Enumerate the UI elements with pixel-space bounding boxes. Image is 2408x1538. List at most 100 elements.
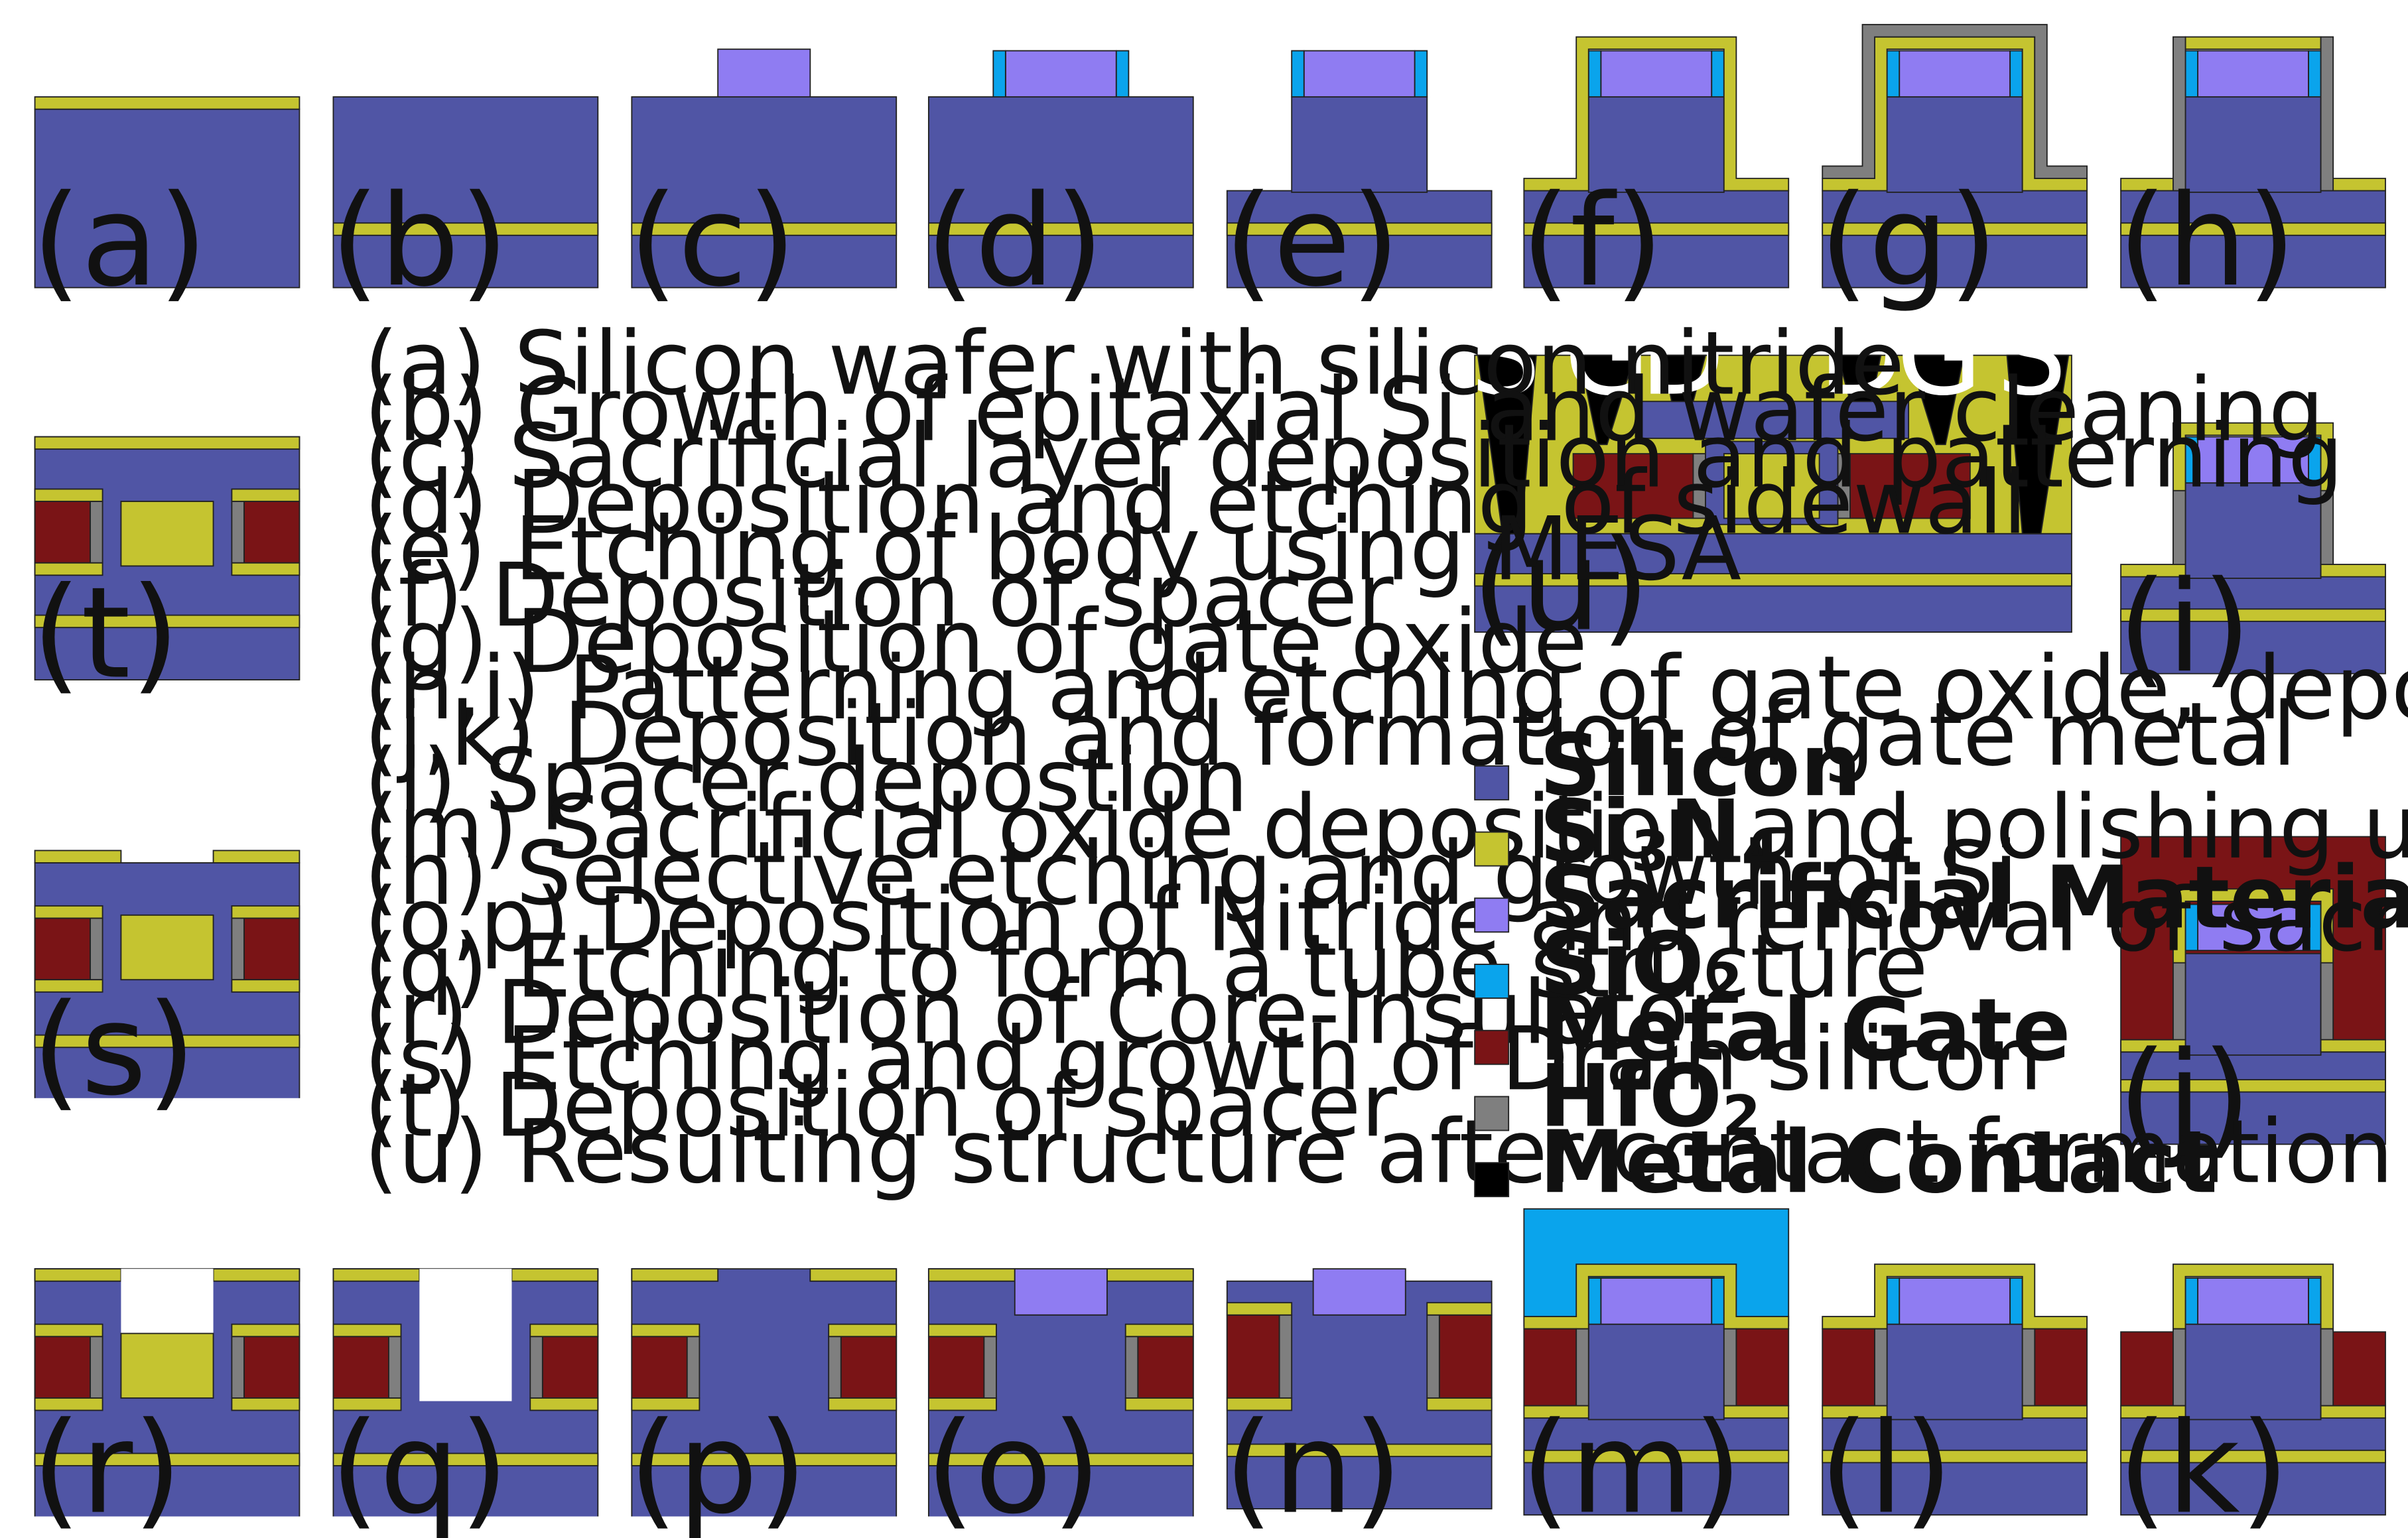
cross-section-c xyxy=(631,48,898,288)
nitride-region xyxy=(511,1268,599,1282)
metal-gate-region xyxy=(1849,453,1971,519)
panel-label-m: (m) xyxy=(1521,1395,1743,1538)
hfo2-region xyxy=(828,1336,842,1399)
nitride-region xyxy=(2120,1079,2386,1093)
nitride-region xyxy=(332,1323,402,1338)
hfo2-region xyxy=(2320,36,2334,192)
legend-item-metal-gate: Metal Gate xyxy=(1474,980,2071,1080)
cross-section-u xyxy=(1474,354,2072,633)
legend-item-silicon: Silicon xyxy=(1474,715,1861,816)
metal-gate-region xyxy=(927,1336,985,1399)
metal-gate-region xyxy=(1735,1328,1790,1407)
silicon-region xyxy=(1822,1417,2088,1516)
legend-item-metal-contact: Metal Contact xyxy=(1474,1112,2218,1212)
cross-section-a xyxy=(34,96,301,288)
silicon-region xyxy=(1886,96,2023,193)
legend-swatch xyxy=(1474,1096,1510,1131)
legend-swatch xyxy=(1474,1029,1510,1065)
legend-swatch xyxy=(1474,831,1510,867)
panel-i: (i) xyxy=(2117,422,2386,700)
nitride-region xyxy=(231,488,301,502)
cross-section-n xyxy=(1226,1268,1493,1509)
panel-label-a: (a) xyxy=(32,167,208,314)
sio2-region xyxy=(2308,50,2322,98)
cross-section-h xyxy=(2120,36,2386,288)
legend-swatch xyxy=(1474,897,1510,933)
silicon-region xyxy=(1822,190,2088,288)
panel-label-l: (l) xyxy=(1820,1395,1953,1538)
legend-label: Sacrificial Material xyxy=(1540,847,2408,948)
nitride-region xyxy=(212,1268,301,1282)
panel-label-h: (h) xyxy=(2117,167,2296,314)
nitride-region xyxy=(212,850,301,864)
nitride-region xyxy=(1523,36,1790,192)
hfo2-region xyxy=(90,501,103,564)
panel-t: (t) xyxy=(32,436,301,706)
etched-void xyxy=(121,1269,214,1334)
hfo2-region xyxy=(529,1336,543,1399)
caption-line: (t) Deposition of spacer xyxy=(364,1055,1398,1157)
nitride-region xyxy=(631,222,898,236)
panel-label-g: (g) xyxy=(1820,167,1998,314)
nitride-region xyxy=(809,1268,898,1282)
nitride-region xyxy=(1426,1302,1493,1316)
sacrificial-region xyxy=(1004,50,1117,98)
terminal-label: S xyxy=(1997,292,2067,420)
silicon-region xyxy=(1587,96,1725,193)
nitride-region xyxy=(1226,1443,1493,1458)
nitride-region xyxy=(231,1323,301,1338)
cross-section-g xyxy=(1822,24,2088,288)
nitride-region xyxy=(34,979,103,993)
hfo2-region xyxy=(2320,1328,2334,1407)
metal-gate-region xyxy=(243,501,301,564)
nitride-region xyxy=(231,1397,301,1411)
panel-n: (n) xyxy=(1224,1268,1493,1538)
hfo2-region xyxy=(231,917,245,981)
metal-contact-region xyxy=(1661,354,1707,403)
cross-section-l xyxy=(1822,1263,2088,1516)
panel-label-i: (i) xyxy=(2117,553,2251,700)
nitride-region xyxy=(529,1397,599,1411)
metal-gate-region xyxy=(34,1336,91,1399)
nitride-region xyxy=(34,1397,103,1411)
nitride-region xyxy=(927,222,1194,236)
panel-label-e: (e) xyxy=(1224,167,1400,314)
panel-label-u: (u) xyxy=(1472,511,1650,659)
nitride-region xyxy=(34,1323,103,1338)
sio2-region xyxy=(1587,1277,1602,1325)
caption-line: (m) Sacrificial oxide deposition and pol… xyxy=(364,777,2408,879)
nitride-region xyxy=(1426,1397,1493,1411)
panel-label-r: (r) xyxy=(32,1395,182,1538)
nitride-region xyxy=(34,1268,122,1282)
cross-section-o xyxy=(927,1268,1194,1517)
nitride-region xyxy=(1523,1405,1589,1419)
metal-gate-region xyxy=(840,1336,898,1399)
sio2-region xyxy=(1886,50,1901,98)
legend-label: Si3N4 xyxy=(1540,781,1780,884)
nitride-region xyxy=(927,1452,1194,1466)
etched-void xyxy=(419,1269,512,1401)
nitride-region xyxy=(1723,453,1820,519)
silicon-region xyxy=(2120,1051,2386,1145)
nitride-region xyxy=(1523,222,1790,236)
sacrificial-region xyxy=(1014,1268,1108,1316)
caption-line: (d) Deposition and etching of sidewall xyxy=(364,452,2027,554)
panel-a: (a) xyxy=(32,96,301,314)
sacrificial-region xyxy=(2197,903,2309,952)
nitride-region xyxy=(332,222,599,236)
hfo2-region xyxy=(388,1336,402,1399)
panel-label-f: (f) xyxy=(1521,167,1664,314)
caption-line: (f) Deposition of spacer xyxy=(364,545,1394,647)
metal-gate-region xyxy=(34,501,91,564)
sacrificial-region xyxy=(1303,50,1416,98)
sio2-region xyxy=(992,50,1006,98)
metal-gate-region xyxy=(2332,1331,2386,1407)
cross-section-r xyxy=(34,1268,301,1517)
caption-line: (j,k) Deposition and formation of gate m… xyxy=(364,684,2297,786)
hfo2-region xyxy=(2320,489,2334,566)
sacrificial-region xyxy=(1600,50,1713,98)
caption-line: (u) Resulting structure after contact fo… xyxy=(364,1101,2393,1203)
panel-label-q: (q) xyxy=(330,1395,509,1538)
metal-gate-region xyxy=(2034,1328,2088,1407)
